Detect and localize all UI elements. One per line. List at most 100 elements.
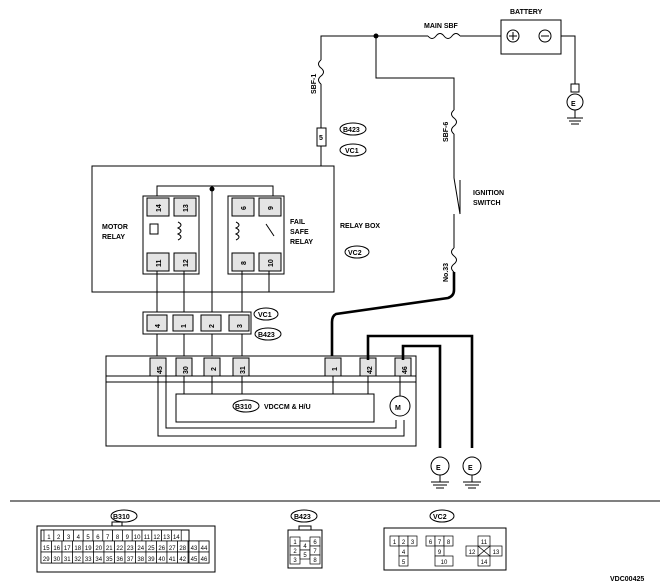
svg-text:11: 11 <box>156 259 163 267</box>
pin-number: 5 <box>303 553 307 559</box>
ground-symbol: E <box>566 93 584 125</box>
pin-number: 7 <box>106 535 110 541</box>
pin-number: 35 <box>106 557 113 563</box>
vc1-b423-connector: 4 1 2 3 <box>142 311 252 335</box>
battery-label: BATTERY <box>510 9 543 16</box>
svg-text:45: 45 <box>157 366 164 374</box>
ground-symbol-1: E <box>430 456 450 489</box>
svg-text:FAIL: FAIL <box>290 219 306 226</box>
pin-number: 38 <box>137 557 144 563</box>
svg-text:B423: B423 <box>343 127 360 134</box>
sbf-6-fuse: SBF-6 <box>443 109 457 142</box>
relay-box-label: RELAY BOX <box>340 223 380 230</box>
pin-number: 25 <box>148 546 155 552</box>
pin-number: 27 <box>169 546 176 552</box>
pin-cell <box>177 551 189 564</box>
pin-number: 29 <box>43 557 50 563</box>
pin-number: 36 <box>116 557 123 563</box>
pin-number: 19 <box>85 546 92 552</box>
pin-number: 10 <box>134 535 141 541</box>
fuse-no33: No.33 <box>443 247 457 282</box>
svg-text:B310: B310 <box>235 404 252 411</box>
svg-text:30: 30 <box>183 366 190 374</box>
pin-number: 8 <box>116 535 120 541</box>
pin-number: 13 <box>163 535 170 541</box>
pin-number: 17 <box>64 546 71 552</box>
svg-text:2: 2 <box>211 367 218 371</box>
svg-text:SWITCH: SWITCH <box>473 200 501 207</box>
motor-symbol: M <box>389 395 411 417</box>
pin-number: 24 <box>137 546 144 552</box>
svg-text:9: 9 <box>268 206 275 210</box>
pin-number: 15 <box>43 546 50 552</box>
main-sbf-label: MAIN SBF <box>424 23 459 30</box>
svg-text:12: 12 <box>183 259 190 267</box>
svg-text:13: 13 <box>183 204 190 212</box>
pin-number: 3 <box>411 540 415 546</box>
pin-cell <box>465 545 479 557</box>
svg-text:10: 10 <box>268 259 275 267</box>
sbf-1-fuse: SBF-1 <box>311 59 324 94</box>
pin-number: 10 <box>441 560 448 566</box>
main-sbf-fuse: MAIN SBF <box>424 23 461 39</box>
svg-text:RELAY: RELAY <box>102 234 125 241</box>
ignition-switch: IGNITION SWITCH <box>453 177 504 215</box>
relay-top-pins: 14 13 6 9 <box>156 204 275 212</box>
pin-number: 12 <box>469 550 476 556</box>
vdccm-module <box>175 393 375 423</box>
pin-number: 41 <box>169 557 176 563</box>
svg-text:VC2: VC2 <box>348 250 362 257</box>
pin-number: 33 <box>85 557 92 563</box>
pin-number: 2 <box>402 540 406 546</box>
vc1-connector-badge <box>339 143 367 157</box>
svg-text:MOTOR: MOTOR <box>102 224 128 231</box>
pin-cell <box>477 555 491 567</box>
b423-connector-badge <box>339 122 367 136</box>
document-code: VDC00425 <box>610 576 644 583</box>
pin-number: 5 <box>402 560 406 566</box>
pin-cell <box>477 535 491 547</box>
svg-text:E: E <box>468 465 473 472</box>
svg-text:SBF-6: SBF-6 <box>443 122 450 142</box>
svg-text:46: 46 <box>402 366 409 374</box>
pin-number: 7 <box>313 549 317 555</box>
pin-number: 12 <box>153 535 160 541</box>
pin-cell <box>489 545 503 557</box>
pin-cell <box>309 554 321 565</box>
svg-text:RELAY: RELAY <box>290 239 313 246</box>
svg-text:6: 6 <box>241 206 248 210</box>
vdccm-label: VDCCM & H/U <box>264 404 311 411</box>
pin-number: 4 <box>402 550 406 556</box>
ground-symbol-2: E <box>462 456 482 489</box>
svg-text:VC1: VC1 <box>258 312 272 319</box>
pin-number: 46 <box>201 557 208 563</box>
pin-cell <box>398 555 409 567</box>
pin-number: 9 <box>438 550 442 556</box>
svg-text:2: 2 <box>209 324 216 328</box>
pin-number: 42 <box>179 557 186 563</box>
pin-number: 6 <box>96 535 100 541</box>
fail-safe-relay: FAIL SAFE RELAY <box>227 195 313 275</box>
pin-number: 1 <box>393 540 397 546</box>
svg-text:M: M <box>395 405 401 412</box>
svg-text:3: 3 <box>237 324 244 328</box>
blank-pin-cross <box>477 545 491 557</box>
pin-number: 14 <box>173 535 180 541</box>
pin-number: 21 <box>106 546 113 552</box>
pin-number: 9 <box>126 535 130 541</box>
svg-text:4: 4 <box>155 324 162 328</box>
svg-text:5: 5 <box>319 135 323 142</box>
pin-number: 22 <box>116 546 123 552</box>
pin-number: 37 <box>127 557 134 563</box>
svg-text:1: 1 <box>332 367 339 371</box>
pin-number: 44 <box>201 546 208 552</box>
svg-text:SAFE: SAFE <box>290 229 309 236</box>
battery: BATTERY <box>500 9 562 55</box>
svg-text:14: 14 <box>156 204 163 212</box>
pin-number: 3 <box>67 535 71 541</box>
pin-cell <box>407 535 418 547</box>
svg-text:8: 8 <box>241 261 248 265</box>
